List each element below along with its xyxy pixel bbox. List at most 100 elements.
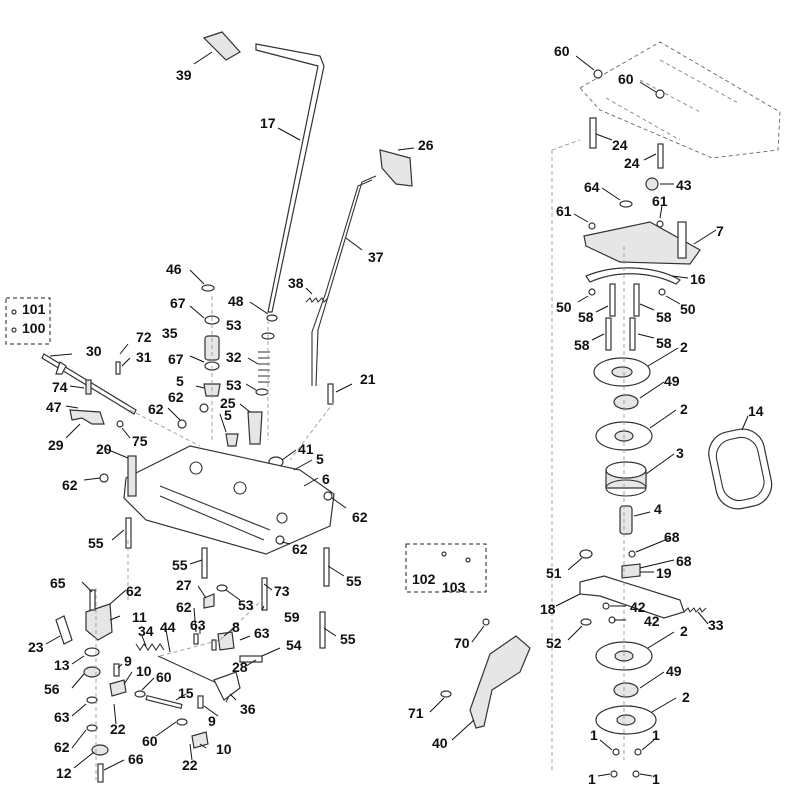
pin-part [127, 455, 137, 497]
callout-68: 68 [664, 529, 680, 545]
callout-11: 11 [132, 609, 147, 625]
callout-62: 62 [126, 583, 142, 599]
hub-top [605, 461, 647, 479]
washer-part [619, 200, 633, 208]
callout-60: 60 [142, 733, 158, 749]
callout-102: 102 [412, 571, 436, 587]
bolt-part [605, 317, 612, 351]
washer-part [440, 690, 452, 698]
callout-14: 14 [748, 403, 764, 419]
clevis-part [109, 679, 127, 697]
nut-part [199, 403, 209, 413]
bushing-part [83, 666, 101, 678]
callout-38: 38 [288, 275, 304, 291]
washer-part [216, 584, 228, 592]
nut-part [602, 602, 610, 610]
callout-103: 103 [442, 579, 466, 595]
callout-48: 48 [228, 293, 244, 309]
callout-2: 2 [680, 339, 688, 355]
nut-part [632, 770, 640, 778]
callout-22: 22 [182, 757, 198, 773]
pivot-part [247, 411, 263, 445]
pin-part [197, 695, 204, 709]
hub-bottom [605, 479, 647, 497]
pedal-rod-part-edge [311, 179, 373, 386]
drive-belt-part [708, 428, 773, 510]
callout-62: 62 [176, 599, 192, 615]
callout-49: 49 [666, 663, 682, 679]
callout-42: 42 [630, 599, 646, 615]
callout-68: 68 [676, 553, 692, 569]
nut-part [588, 288, 596, 296]
main-plate-slot [159, 495, 265, 541]
callout-62: 62 [292, 541, 308, 557]
callout-64: 64 [584, 179, 600, 195]
washer-part [580, 618, 592, 626]
cap-part [225, 433, 239, 447]
callout-62: 62 [54, 739, 70, 755]
callout-67: 67 [170, 295, 186, 311]
callout-66: 66 [128, 751, 144, 767]
callout-13: 13 [54, 657, 70, 673]
pulley-hub [616, 714, 636, 726]
plate-hole [276, 512, 288, 524]
tension-arm-part [579, 575, 685, 619]
callout-52: 52 [546, 635, 562, 651]
nut-part [634, 748, 642, 756]
callout-6: 6 [322, 471, 330, 487]
washer-part [579, 549, 593, 559]
callout-63: 63 [254, 625, 270, 641]
callout-46: 46 [166, 261, 182, 277]
deck-plate-detail [605, 59, 741, 141]
callout-30: 30 [86, 343, 102, 359]
bolt-part [633, 283, 640, 317]
assembly-line [129, 409, 201, 447]
bracket-part [621, 563, 641, 579]
bearing-part [613, 682, 639, 698]
clip-part [266, 314, 278, 322]
callout-60: 60 [554, 43, 570, 59]
link-arm-part [213, 671, 241, 701]
callout-23: 23 [28, 639, 44, 655]
pedal-bracket-part [379, 149, 413, 187]
callout-74: 74 [52, 379, 68, 395]
callout-2: 2 [682, 689, 690, 705]
nut-part [628, 550, 636, 558]
bolt-part [125, 517, 132, 549]
callout-61: 61 [652, 193, 668, 209]
nut-part [177, 419, 187, 429]
callout-3: 3 [676, 445, 684, 461]
plate-hole [189, 461, 203, 475]
pedal-rod-part [315, 175, 377, 387]
callout-58: 58 [656, 309, 672, 325]
callout-7: 7 [716, 223, 724, 239]
nut-part [99, 473, 109, 483]
callout-35: 35 [162, 325, 178, 341]
bearing-part [613, 394, 639, 410]
bolt-part [97, 763, 104, 783]
callout-50: 50 [680, 301, 696, 317]
callout-27: 27 [176, 577, 192, 593]
pin-part [211, 639, 217, 651]
pin-part [85, 379, 92, 395]
callout-10: 10 [216, 741, 232, 757]
drive-belt-inner [715, 436, 765, 502]
bolt-part [609, 283, 616, 317]
nut-part [275, 535, 285, 545]
callout-65: 65 [50, 575, 66, 591]
callout-9: 9 [124, 653, 132, 669]
callout-55: 55 [346, 573, 362, 589]
pulley-hub [611, 366, 633, 378]
callout-8: 8 [232, 619, 240, 635]
callout-37: 37 [368, 249, 384, 265]
callout-58: 58 [656, 335, 672, 351]
callout-39: 39 [176, 67, 192, 83]
callout-31: 31 [136, 349, 152, 365]
callout-5: 5 [176, 373, 184, 389]
callout-36: 36 [240, 701, 256, 717]
spring-part [683, 607, 707, 613]
nut-part [645, 177, 659, 191]
callout-60: 60 [156, 669, 172, 685]
deck-plate-part [579, 41, 781, 159]
